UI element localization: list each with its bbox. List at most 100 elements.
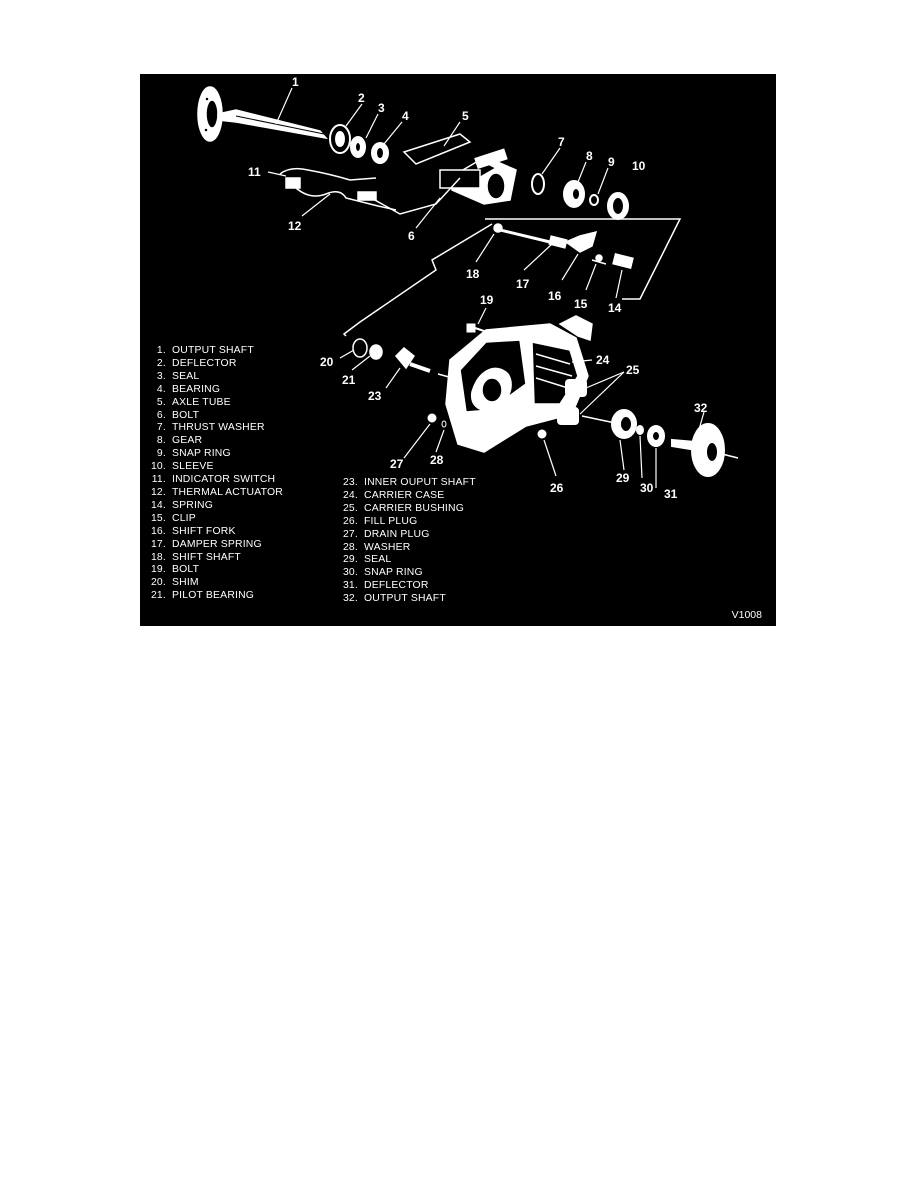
legend-item-number: 8. — [156, 435, 166, 447]
legend-item-label: SEAL — [364, 554, 392, 566]
legend-item-label: GEAR — [172, 435, 203, 447]
legend-item: 7. THRUST WASHER — [146, 422, 283, 435]
legend-item-number: 12. — [150, 486, 166, 498]
legend-item-number: 23. — [342, 477, 358, 488]
legend-item-label: SLEEVE — [172, 461, 214, 473]
callout-29: 29 — [616, 471, 630, 485]
legend-item-number: 32. — [342, 593, 358, 605]
legend-item-label: SNAP RING — [364, 567, 423, 579]
exploded-view-drawing: 1 2 3 4 5 6 7 8 9 10 11 12 14 15 16 17 1… — [197, 75, 739, 501]
callout-2: 2 — [358, 91, 365, 105]
legend-item: 27.DRAIN PLUG — [338, 529, 476, 542]
callout-31: 31 — [664, 487, 678, 501]
legend-item-label: SEAL — [172, 370, 200, 382]
callout-21: 21 — [342, 373, 356, 387]
legend-item-label: DRAIN PLUG — [364, 528, 430, 540]
legend-item: 30.SNAP RING — [338, 567, 476, 580]
callout-leaders — [267, 87, 705, 488]
legend-item-number: 10. — [150, 461, 166, 473]
legend-item-label: INNER OUPUT SHAFT — [364, 477, 476, 488]
legend-item-label: BOLT — [172, 409, 200, 421]
callout-9: 9 — [608, 155, 615, 169]
legend-item-label: BEARING — [172, 383, 221, 395]
legend-item-label: THRUST WASHER — [172, 422, 265, 434]
carrier-bushing-drawing — [557, 379, 587, 425]
callout-3: 3 — [378, 101, 385, 115]
legend-item-label: CARRIER CASE — [364, 489, 445, 501]
legend-item-number: 24. — [342, 489, 358, 501]
legend-item: 15.CLIP — [146, 513, 283, 526]
callout-5: 5 — [462, 109, 469, 123]
legend-item-label: SNAP RING — [172, 448, 231, 460]
legend-item: 24. CARRIER CASE — [338, 490, 476, 503]
callout-24: 24 — [596, 353, 610, 367]
legend-item: 5.AXLE TUBE — [146, 397, 283, 410]
legend-item: 12.THERMAL ACTUATOR — [146, 487, 283, 500]
legend-item-label: SHIFT SHAFT — [172, 551, 241, 563]
legend-item: 19.BOLT — [146, 564, 283, 577]
legend-item-number: 19. — [150, 564, 166, 576]
legend-item: 16.SHIFT FORK — [146, 526, 283, 539]
shift-linkage-drawing — [342, 218, 682, 337]
legend-item-label: AXLE TUBE — [172, 396, 231, 408]
legend-item-label: DEFLECTOR — [364, 580, 429, 592]
legend-item-number: 29. — [342, 554, 358, 566]
callout-11: 11 — [248, 165, 261, 179]
legend-item-number: 25. — [342, 502, 358, 514]
legend-item: 23. INNER OUPUT SHAFT — [338, 477, 476, 490]
legend-item: 8. GEAR — [146, 435, 283, 448]
callout-6: 6 — [408, 229, 415, 243]
callout-1: 1 — [292, 75, 299, 89]
seal-bearing-drawing — [329, 124, 389, 164]
legend-item-number: 2. — [156, 357, 166, 369]
legend-item-number: 26. — [342, 515, 358, 527]
legend-item: 20.SHIM — [146, 577, 283, 590]
legend-item: 1.OUTPUT SHAFT — [146, 345, 283, 358]
legend-item-number: 18. — [150, 551, 166, 563]
legend-item-label: OUTPUT SHAFT — [172, 345, 254, 356]
legend-item: 9. SNAP RING — [146, 448, 283, 461]
legend-item-label: CLIP — [172, 512, 196, 524]
legend-item: 18. SHIFT SHAFT — [146, 552, 283, 565]
callout-10: 10 — [632, 159, 646, 173]
carrier-case-drawing — [445, 315, 593, 453]
legend-item-number: 9. — [156, 448, 166, 460]
legend-item-label: SHIFT FORK — [172, 525, 236, 537]
legend-item: 4. BEARING — [146, 384, 283, 397]
figure-code: V1008 — [731, 609, 762, 621]
callout-32: 32 — [694, 401, 708, 415]
legend-item: 6.BOLT — [146, 410, 283, 423]
legend-item: 25. CARRIER BUSHING — [338, 503, 476, 516]
output-shaft-1-drawing — [197, 86, 328, 142]
callout-12: 12 — [288, 219, 302, 233]
exploded-view-figure: 1 2 3 4 5 6 7 8 9 10 11 12 14 15 16 17 1… — [140, 74, 776, 626]
legend-item-number: 14. — [150, 499, 166, 511]
legend-item: 29. SEAL — [338, 554, 476, 567]
legend-item-number: 11. — [151, 474, 166, 486]
legend-item: 32. OUTPUT SHAFT — [338, 593, 476, 606]
callout-15: 15 — [574, 297, 588, 311]
legend-item-label: CARRIER BUSHING — [364, 502, 464, 514]
callout-numbers: 1 2 3 4 5 6 7 8 9 10 11 12 14 15 16 17 1… — [248, 75, 708, 501]
callout-17: 17 — [516, 277, 530, 291]
legend-item-number: 4. — [156, 383, 166, 395]
callout-7: 7 — [558, 135, 565, 149]
switch-wiring-drawing — [279, 167, 461, 215]
callout-14: 14 — [608, 301, 622, 315]
legend-item-number: 7. — [156, 422, 166, 434]
legend-item: 3.SEAL — [146, 371, 283, 384]
right-output-drawing — [581, 409, 739, 477]
legend-item-number: 21. — [150, 590, 166, 602]
legend-item-label: SPRING — [172, 499, 214, 511]
legend-item-label: FILL PLUG — [364, 515, 418, 527]
callout-4: 4 — [402, 109, 409, 123]
legend-item-label: INDICATOR SWITCH — [172, 474, 276, 486]
legend-item: 10. SLEEVE — [146, 461, 283, 474]
legend-item-label: SHIM — [172, 577, 199, 589]
legend-item-label: WASHER — [364, 541, 411, 553]
legend-item-label: OUTPUT SHAFT — [364, 593, 446, 605]
legend-item-label: DEFLECTOR — [172, 357, 237, 369]
callout-8: 8 — [586, 149, 593, 163]
parts-legend-right: 23. INNER OUPUT SHAFT 24. CARRIER CASE 25. CA… — [338, 477, 476, 606]
